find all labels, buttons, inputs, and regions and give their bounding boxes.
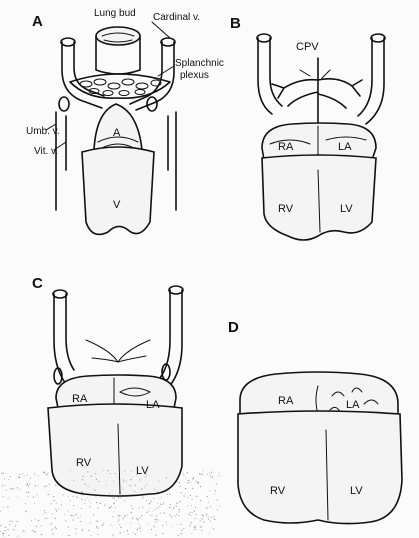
panel-c: C RA LA RV LV (32, 275, 183, 496)
panel-b-la-label: LA (338, 141, 352, 153)
panel-d-rv-label: RV (270, 485, 286, 497)
panel-a-right-vein-opening (161, 38, 175, 46)
panel-c-right-vein-opening (169, 286, 183, 294)
panel-a-right-umbilical-vein (168, 112, 176, 210)
panel-a-lung-bud-label: Lung bud (94, 8, 136, 19)
panel-c-right-vein (160, 290, 182, 388)
panel-c-la-label: LA (146, 399, 160, 411)
panel-a-cardinal-leader (152, 22, 170, 38)
panel-a-atrium-label: A (113, 127, 121, 139)
panel-d-ventricles (238, 411, 402, 524)
panel-d-lv-label: LV (350, 485, 363, 497)
panel-b-letter: B (230, 15, 241, 32)
panel-b-lv-label: LV (340, 203, 353, 215)
panel-c-left-vein (54, 294, 74, 384)
panel-a-left-sinus-horn (59, 97, 69, 111)
panel-c-left-vein-opening (53, 290, 67, 298)
panel-a-cardinal-vein-label: Cardinal v. (153, 12, 200, 23)
panel-d: D RA LA RV LV (228, 319, 402, 524)
panel-d-ra-label: RA (278, 395, 294, 407)
panel-a-splanchnic-leader (158, 66, 174, 76)
panel-b-cpv-label: CPV (296, 41, 319, 53)
panel-b: B CPV RA LA RV LV (230, 15, 385, 240)
panel-b-left-vein-opening (257, 34, 271, 42)
panel-a-right-cardinal-vein (130, 42, 174, 110)
panel-a-splanchnic-plexus (70, 74, 170, 98)
panel-b-right-vein-opening (371, 34, 385, 42)
panel-c-ventricles (48, 404, 182, 496)
panel-c-pulmonary-veins (86, 340, 150, 362)
panel-c-rv-label: RV (76, 457, 92, 469)
panel-b-right-vein (358, 38, 384, 124)
panel-a-left-vein-opening (61, 38, 75, 46)
panel-c-letter: C (32, 275, 43, 292)
panel-c-lv-label: LV (136, 465, 149, 477)
panel-d-letter: D (228, 319, 239, 336)
panel-b-rv-label: RV (278, 203, 294, 215)
panel-a-splanchnic-label-2: plexus (180, 70, 209, 81)
panel-d-atria (240, 372, 398, 416)
panel-b-left-vein (258, 38, 282, 114)
panel-a-splanchnic-label-1: Splanchnic (175, 58, 224, 69)
panel-c-ra-label: RA (72, 393, 88, 405)
panel-a-ventricle (82, 147, 154, 234)
panel-d-la-label: LA (346, 399, 360, 411)
panel-a-vitelline-vein-label: Vit. v. (34, 146, 58, 157)
panel-a-ventricle-label: V (113, 199, 121, 211)
panel-a: A (26, 8, 224, 234)
panel-a-letter: A (32, 13, 43, 30)
panel-b-ra-label: RA (278, 141, 294, 153)
panel-a-umbilical-vein-label: Umb. v. (26, 126, 60, 137)
